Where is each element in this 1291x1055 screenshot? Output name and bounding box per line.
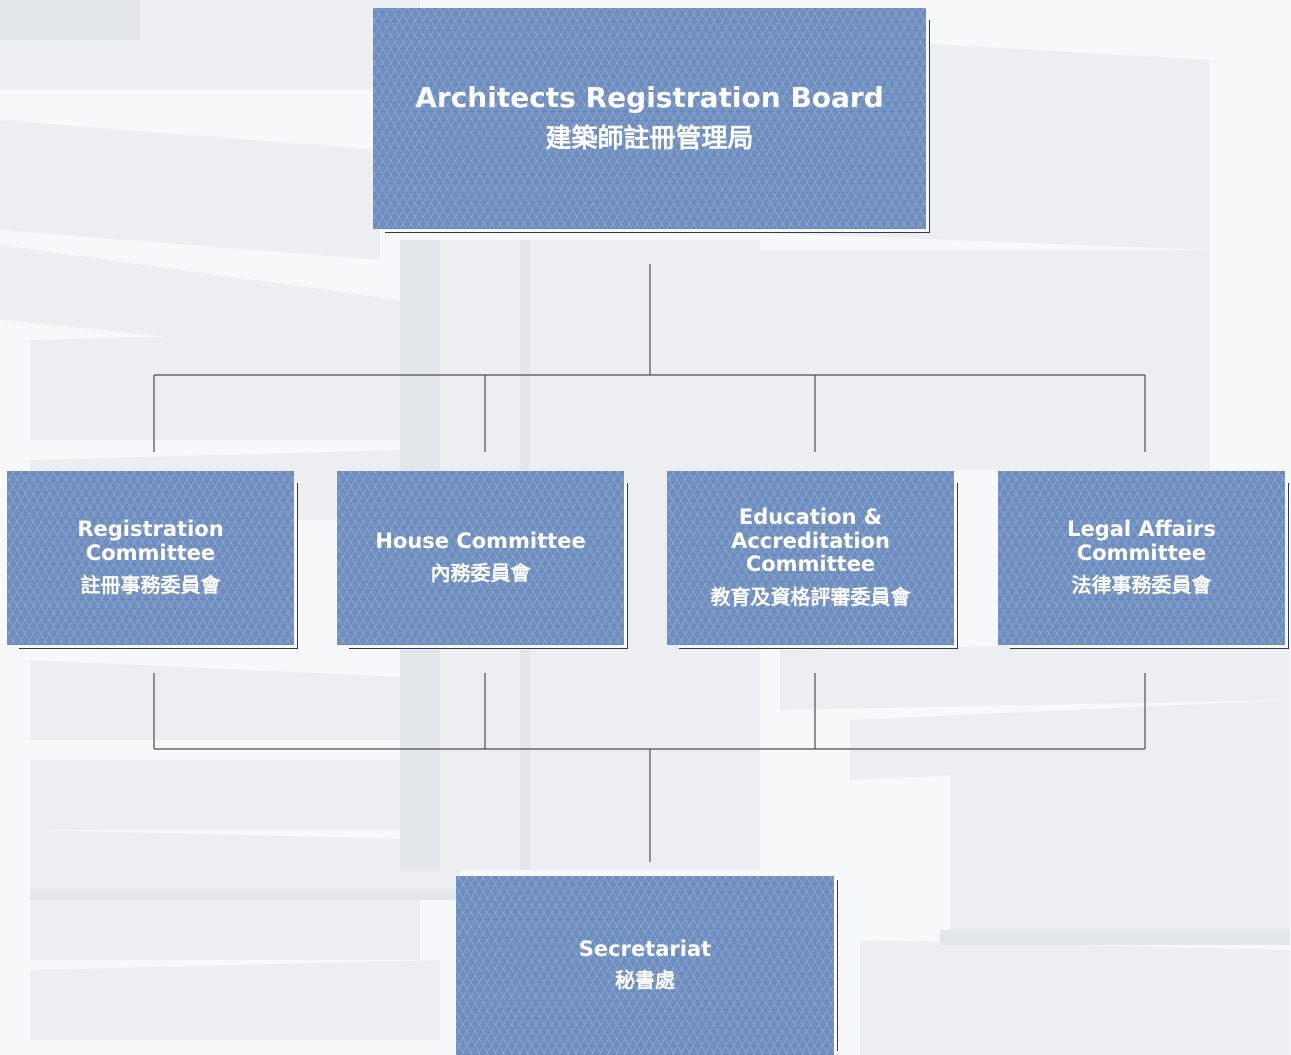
node-title-zh: 法律事務委員會 <box>1071 573 1212 598</box>
node-registration-committee: Registration Committee 註冊事務委員會 <box>7 471 294 645</box>
node-title-en: Registration Committee <box>77 516 224 565</box>
node-title-en: Education & Accreditation Committee <box>731 505 890 577</box>
node-title-en: House Committee <box>375 528 586 553</box>
node-title-en: Secretariat <box>578 937 712 962</box>
node-title-zh: 教育及資格評審委員會 <box>710 584 911 609</box>
node-title-zh: 建築師註冊管理局 <box>545 123 754 154</box>
node-title-zh: 秘書處 <box>615 967 675 992</box>
node-title-en: Legal Affairs Committee <box>1067 516 1216 565</box>
node-title-en: Architects Registration Board <box>415 81 884 115</box>
node-education-accreditation-committee: Education & Accreditation Committee 教育及資… <box>667 471 954 645</box>
node-title-zh: 註冊事務委員會 <box>80 573 221 598</box>
node-title-zh: 內務委員會 <box>430 561 531 586</box>
node-house-committee: House Committee 內務委員會 <box>337 471 624 645</box>
node-secretariat: Secretariat 秘書處 <box>456 876 834 1055</box>
node-architects-registration-board: Architects Registration Board 建築師註冊管理局 <box>373 8 926 229</box>
node-legal-affairs-committee: Legal Affairs Committee 法律事務委員會 <box>998 471 1285 645</box>
